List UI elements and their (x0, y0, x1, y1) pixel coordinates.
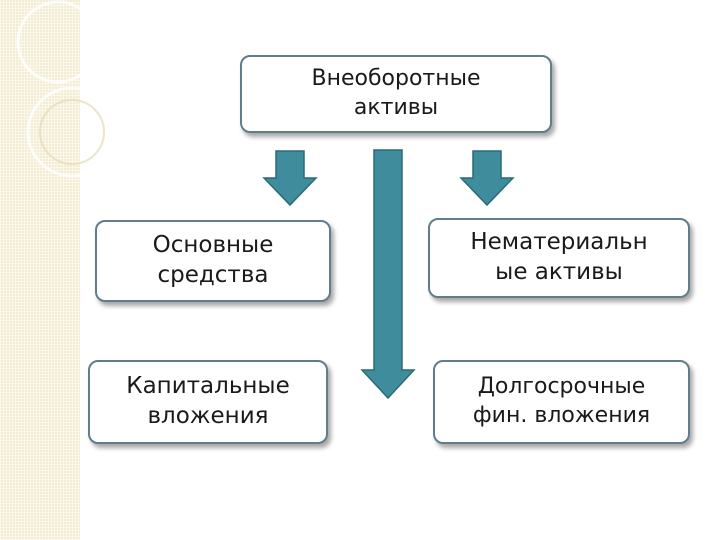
root-node-noncurrent-assets: Внеоборотные активы (240, 55, 552, 133)
node-capital-investments: Капитальные вложения (88, 360, 328, 444)
node-long-term-line2: фин. вложения (472, 403, 651, 428)
node-fixed-assets-line1: Основные (152, 232, 274, 259)
node-intangible-assets-line2: ые активы (495, 259, 623, 285)
root-node-line1: Внеоборотные (311, 66, 481, 92)
node-intangible-assets-line1: Нематериальн (470, 229, 648, 256)
node-long-term-financial-investments: Долгосрочные фин. вложения (433, 360, 690, 444)
root-node-line2: активы (353, 95, 439, 120)
node-intangible-assets: Нематериальн ые активы (428, 218, 690, 298)
node-fixed-assets: Основные средства (95, 220, 331, 302)
arrow-down-left (262, 150, 318, 207)
decorative-circles (16, 0, 118, 178)
node-long-term-line1: Долгосрочные (477, 374, 646, 400)
arrow-down-center (360, 149, 416, 400)
arrow-down-right (459, 150, 515, 207)
node-fixed-assets-line2: средства (157, 262, 269, 288)
node-capital-investments-line2: вложения (147, 403, 269, 429)
decorative-side-strip (0, 0, 80, 540)
node-capital-investments-line1: Капитальные (126, 373, 290, 400)
